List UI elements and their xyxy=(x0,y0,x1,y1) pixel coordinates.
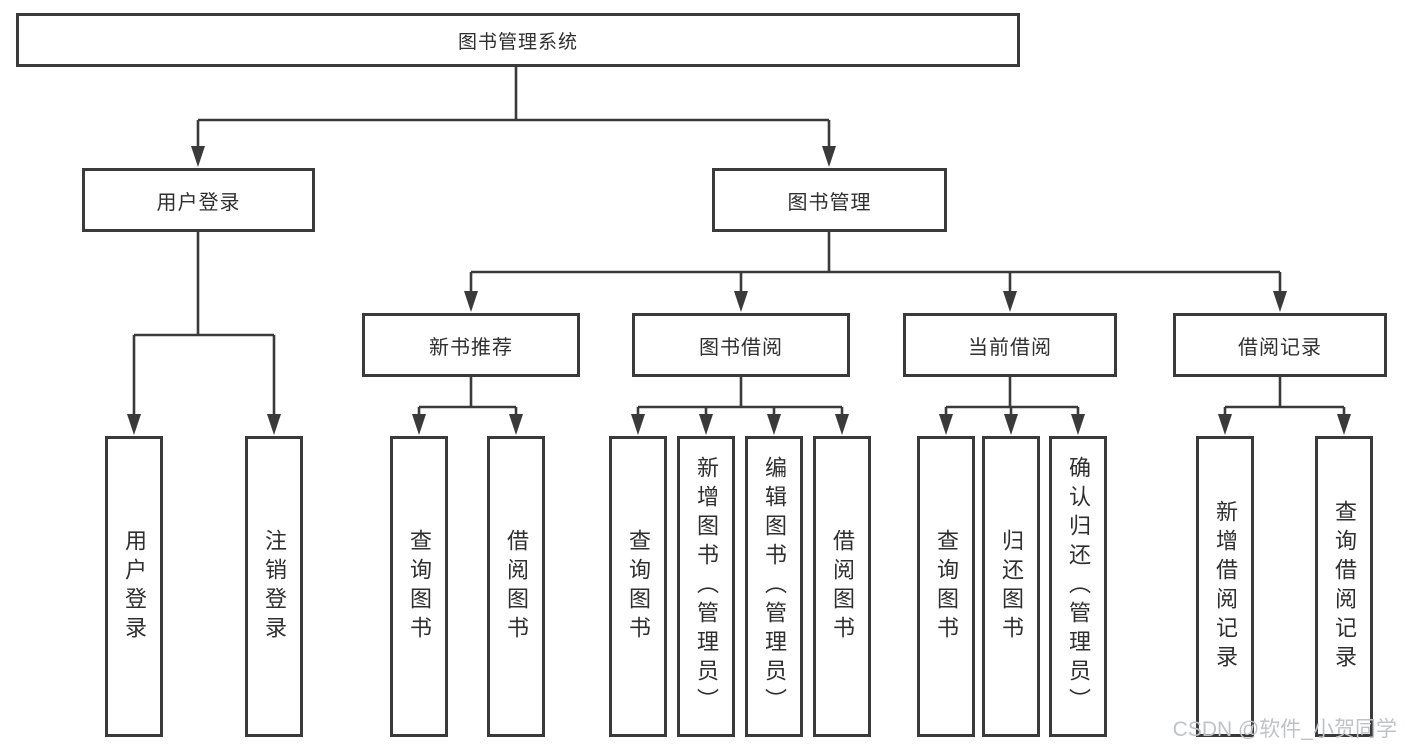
node-user-login: 用户登录 xyxy=(82,168,315,232)
node-book-management: 图书管理 xyxy=(712,168,947,232)
node-label: 查询借阅记录 xyxy=(1332,499,1357,674)
node-label: 新增借阅记录 xyxy=(1213,499,1238,674)
node-label: 图书借阅 xyxy=(699,336,783,359)
node-label: 当前借阅 xyxy=(968,336,1052,359)
leaf-logout: 注销登录 xyxy=(245,436,303,737)
node-label: 新书推荐 xyxy=(429,336,513,359)
node-label: 图书管理系统 xyxy=(457,31,578,53)
node-label: 新增图书（管理员） xyxy=(694,456,719,717)
node-current-borrowing: 当前借阅 xyxy=(903,313,1117,377)
node-label: 确认归还（管理员） xyxy=(1066,456,1091,717)
node-label: 编辑图书（管理员） xyxy=(762,456,787,717)
node-new-book-recommendation: 新书推荐 xyxy=(362,313,580,377)
leaf-query-books-recommend: 查询图书 xyxy=(390,436,448,737)
node-label: 查询图书 xyxy=(934,528,959,645)
node-label: 注销登录 xyxy=(262,528,287,645)
node-borrowing-records: 借阅记录 xyxy=(1173,313,1387,377)
leaf-query-books-current: 查询图书 xyxy=(917,436,975,737)
node-library-system: 图书管理系统 xyxy=(16,13,1020,67)
node-label: 借阅图书 xyxy=(504,528,529,645)
node-label: 借阅图书 xyxy=(830,528,855,645)
leaf-borrow-books-recommend: 借阅图书 xyxy=(487,436,545,737)
node-label: 借阅记录 xyxy=(1238,336,1322,359)
node-label: 用户登录 xyxy=(156,191,241,214)
node-book-borrowing: 图书借阅 xyxy=(632,313,850,377)
leaf-user-login: 用户登录 xyxy=(105,436,163,737)
node-label: 用户登录 xyxy=(122,528,147,645)
node-label: 图书管理 xyxy=(787,191,872,214)
node-label: 查询图书 xyxy=(407,528,432,645)
leaf-add-book-admin: 新增图书（管理员） xyxy=(677,436,735,737)
leaf-query-books-borrowing: 查询图书 xyxy=(609,436,667,737)
leaf-query-borrow-record: 查询借阅记录 xyxy=(1315,436,1373,737)
leaf-borrow-books: 借阅图书 xyxy=(813,436,871,737)
node-label: 归还图书 xyxy=(999,528,1024,645)
leaf-return-book: 归还图书 xyxy=(982,436,1040,737)
node-label: 查询图书 xyxy=(626,528,651,645)
leaf-confirm-return-admin: 确认归还（管理员） xyxy=(1049,436,1107,737)
connector-paths xyxy=(132,67,1346,420)
leaf-add-borrow-record: 新增借阅记录 xyxy=(1196,436,1254,737)
csdn-watermark: CSDN @软件_小贺同学 xyxy=(1172,718,1397,741)
leaf-edit-book-admin: 编辑图书（管理员） xyxy=(745,436,803,737)
